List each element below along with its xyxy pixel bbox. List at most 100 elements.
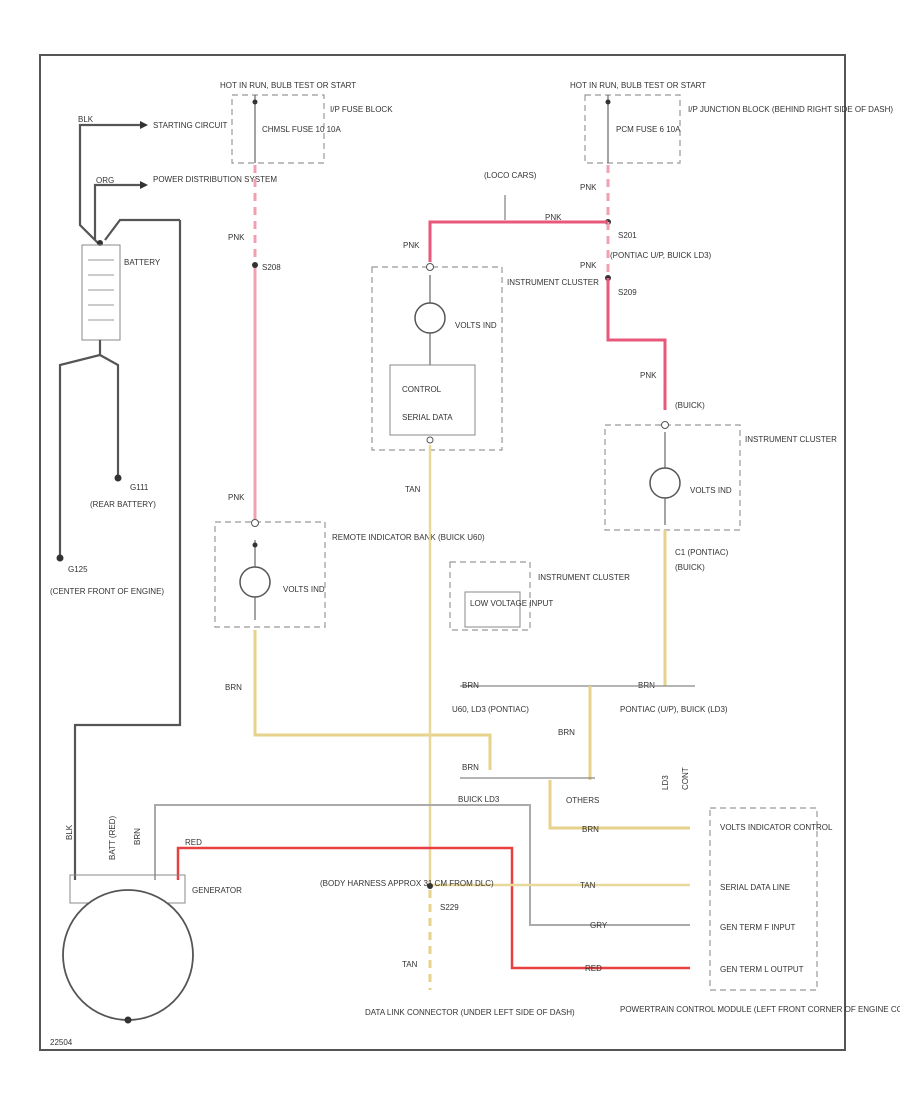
footer-code: 22504 [50,1038,73,1047]
buick-label-bottom: (BUICK) [675,563,705,572]
pontiac-buick-ld3-note: PONTIAC (U/P), BUICK (LD3) [620,705,728,714]
brn-to-pcm-wire [548,780,690,830]
s208-splice [252,262,258,268]
s229-splice [427,883,433,889]
gen-term-l-label: GEN TERM L OUTPUT [720,965,804,974]
battery-symbol [81,244,121,341]
instrument-cluster-2: (BUICK) VOLTS IND INSTRUMENT CLUSTER C1 … [604,401,837,690]
wire-color-red-2: RED [585,964,602,973]
others-label: OTHERS [566,796,599,805]
wire-color-brn-1: BRN [225,683,242,692]
remote-indicator-bank: VOLTS IND REMOTE INDICATOR BANK (BUICK U… [214,519,492,770]
rear-battery-label: (REAR BATTERY) [90,500,156,509]
right-fuse-header: HOT IN RUN, BULB TEST OR START [570,81,706,90]
brn-wire-remote [253,630,492,770]
generator-ground [124,1016,132,1024]
wire-color-gry: GRY [590,921,608,930]
gen-term-f-label: GEN TERM F INPUT [720,923,796,932]
wire-color-brn-3: BRN [558,728,575,737]
left-fuse-block-label: I/P FUSE BLOCK [330,105,393,114]
instrument-cluster-3-label: INSTRUMENT CLUSTER [538,573,630,582]
instrument-cluster-1-box [371,266,503,451]
pcm-col-ld3: LD3 [661,775,670,790]
remote-indicator-box [214,521,326,628]
instrument-cluster-2-label: INSTRUMENT CLUSTER [745,435,837,444]
pcm-col-cont: CONT [681,767,690,790]
instrument-cluster-1-label: INSTRUMENT CLUSTER [507,278,599,287]
low-voltage-box [464,591,521,628]
left-fuse-name: CHMSL FUSE 10 10A [262,125,342,134]
u60-ld3-note: U60, LD3 (PONTIAC) [452,705,529,714]
instrument-cluster-3-box [449,561,531,631]
battery-positive-wire [104,218,180,241]
dlc-label: DATA LINK CONNECTOR (UNDER LEFT SIDE OF … [365,1008,575,1017]
control-box [389,364,476,436]
power-dist-arrow [140,181,148,189]
volts-ind-gauge-3 [649,467,681,499]
control-label: CONTROL [402,385,442,394]
volts-ind-label-1: VOLTS IND [283,585,325,594]
s209-label: S209 [618,288,637,297]
pcm-box [709,807,818,991]
diagram-border [39,54,846,1051]
right-pink-wire [606,278,667,410]
right-fuse-block: HOT IN RUN, BULB TEST OR START PCM FUSE … [570,81,893,410]
wire-color-pnk-2: PNK [228,493,245,502]
battery-to-generator-wire [73,220,182,880]
left-fuse-box [231,94,325,164]
g125-ground [56,554,64,562]
right-fuse-name: PCM FUSE 6 10A [616,125,681,134]
pink-crossover-wire [428,220,608,262]
volts-indicator-control-label: VOLTS INDICATOR CONTROL [720,823,833,832]
volts-ind-gauge-2 [414,302,446,334]
generator-label: GENERATOR [192,886,242,895]
right-fuse-box [584,94,681,164]
wire-color-pnk-7: PNK [403,241,420,250]
left-fuse-block: HOT IN RUN, BULB TEST OR START CHMSL FUS… [220,81,393,520]
starting-circuit-label: STARTING CIRCUIT [153,121,227,130]
g111-label: G111 [130,483,149,492]
ground-g111-wire [99,354,120,475]
pcm-module-label: POWERTRAIN CONTROL MODULE (LEFT FRONT CO… [620,1005,900,1014]
wire-color-pnk-4: PNK [580,261,597,270]
battery-label: BATTERY [124,258,161,267]
power-distribution-wire [93,183,140,240]
body-harness-note: (BODY HARNESS APPROX 31 CM FROM DLC) [320,879,494,888]
low-voltage-label: LOW VOLTAGE INPUT [470,599,553,608]
left-fuse-header: HOT IN RUN, BULB TEST OR START [220,81,356,90]
wire-color-tan-3: TAN [402,960,418,969]
s201-label: S201 [618,231,637,240]
wire-color-pnk-1: PNK [228,233,245,242]
s229-label: S229 [440,903,459,912]
volts-ind-gauge-1 [239,566,271,598]
wire-color-blk-1: BLK [78,115,94,124]
wire-color-pnk-3: PNK [580,183,597,192]
generator-symbol [62,889,194,1021]
volts-ind-label-3: VOLTS IND [690,486,732,495]
pcm-module: LD3 CONT VOLTS INDICATOR CONTROL SERIAL … [620,767,900,1014]
starting-circuit-arrow [140,121,148,129]
wire-color-blk-2: BLK [65,824,74,840]
remote-indicator-label: REMOTE INDICATOR BANK (BUICK U60) [332,533,485,542]
serial-data-label: SERIAL DATA [402,413,453,422]
g125-location-label: (CENTER FRONT OF ENGINE) [50,587,164,596]
serial-data-line-label: SERIAL DATA LINE [720,883,790,892]
s208-label: S208 [262,263,281,272]
wire-color-brn-5: BRN [462,763,479,772]
wire-color-brn-6: BRN [582,825,599,834]
starting-circuit-wire [78,123,140,246]
wire-color-pnk-5: PNK [640,371,657,380]
generator-brn-label: BRN [133,828,142,845]
g125-label: G125 [68,565,88,574]
red-wire-gen-l [176,846,690,970]
wire-color-red-1: RED [185,838,202,847]
generator-batt-label: BATT (RED) [108,816,117,860]
c1-pontiac-label: C1 (PONTIAC) [675,548,729,557]
wire-color-tan-1: TAN [405,485,421,494]
instrument-cluster-3: LOW VOLTAGE INPUT INSTRUMENT CLUSTER [449,561,630,631]
generator: GENERATOR BATT (RED) BRN BLK [62,816,242,1024]
power-distribution-label: POWER DISTRIBUTION SYSTEM [153,175,277,184]
battery-section: STARTING CIRCUIT POWER DISTRIBUTION SYST… [50,115,277,880]
gry-wire-gen-f [154,804,690,926]
